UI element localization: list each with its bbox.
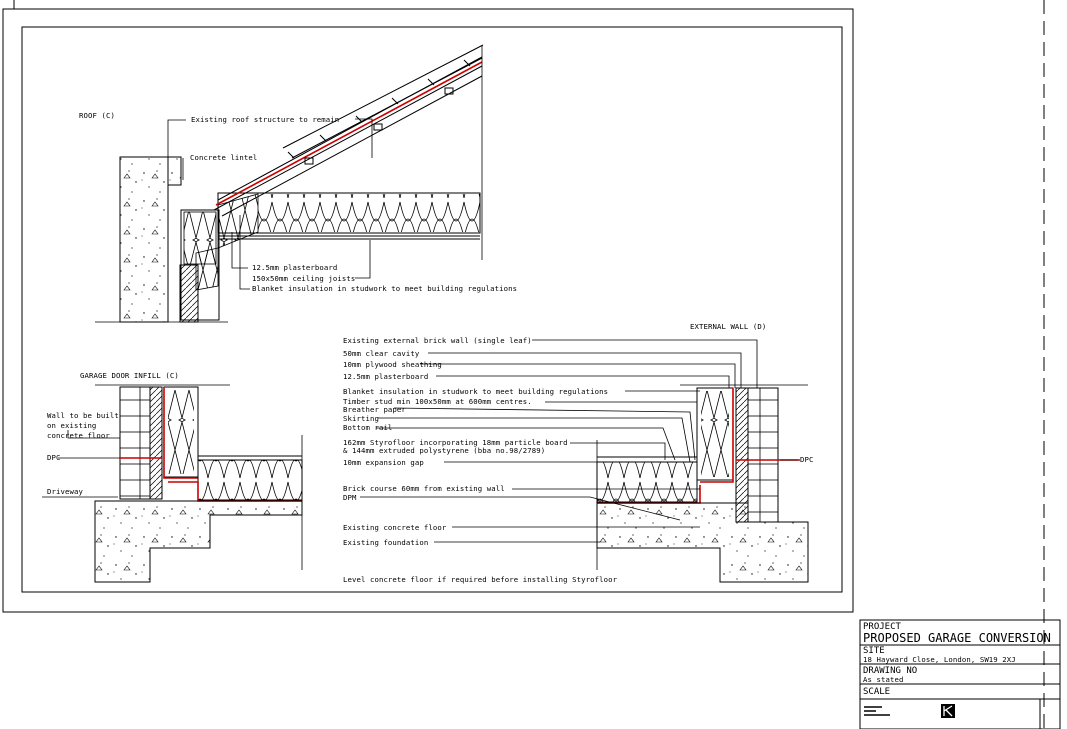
label-bottom-rail: Bottom rail xyxy=(343,423,392,432)
roof-membrane xyxy=(215,61,483,206)
external-wall-heading: EXTERNAL WALL (D) xyxy=(690,322,766,331)
label-wall-built-2: on existing xyxy=(47,421,96,430)
label-dpm: DPM xyxy=(343,493,357,502)
label-driveway: Driveway xyxy=(47,487,83,496)
company-logo xyxy=(941,704,955,718)
label-dpc-right: DPC xyxy=(800,455,813,464)
label-blanket-wall: Blanket insulation in studwork to meet b… xyxy=(343,387,608,396)
title-scale-label: SCALE xyxy=(863,687,890,697)
label-skirting: Skirting xyxy=(343,414,379,423)
label-existing-floor: Existing concrete floor xyxy=(343,523,447,532)
title-site-label: SITE xyxy=(863,646,885,656)
label-plywood: 10mm plywood sheathing xyxy=(343,360,442,369)
external-wall-detail xyxy=(360,339,809,583)
title-drawing-no-label: DRAWING NO xyxy=(863,666,917,676)
sheet-outer-border xyxy=(2,8,854,613)
label-concrete-lintel: Concrete lintel xyxy=(190,153,257,162)
label-level-note: Level concrete floor if required before … xyxy=(343,575,618,584)
title-block xyxy=(859,619,1061,729)
title-site-address: 18 Hayward Close, London, SW19 2XJ xyxy=(863,655,1016,664)
garage-door-detail xyxy=(42,384,303,583)
label-wall-built-3: concrete floor xyxy=(47,431,110,440)
sheet-inner-border xyxy=(21,26,843,593)
garage-door-heading: GARAGE DOOR INFILL (C) xyxy=(80,371,179,380)
title-project-name: PROPOSED GARAGE CONVERSION xyxy=(863,631,1051,645)
title-drawing-no-value: As stated xyxy=(863,675,903,684)
label-existing-foundation: Existing foundation xyxy=(343,538,428,547)
label-styrofloor-1: 162mm Styrofloor incorporating 18mm part… xyxy=(343,438,568,447)
label-clear-cavity: 50mm clear cavity xyxy=(343,349,420,358)
label-wall-built-1: Wall to be built xyxy=(47,411,119,420)
roof-heading: ROOF (C) xyxy=(79,111,115,120)
roof-detail xyxy=(95,44,484,323)
label-plasterboard-roof: 12.5mm plasterboard xyxy=(252,263,337,272)
label-plasterboard-wall: 12.5mm plasterboard xyxy=(343,372,428,381)
label-timber-stud: Timber stud min 100x50mm at 600mm centre… xyxy=(343,397,532,406)
label-dpc-left: DPC xyxy=(47,453,60,462)
label-ceiling-joists: 150x50mm ceiling joists xyxy=(252,274,355,283)
title-project-label: PROJECT xyxy=(863,622,902,632)
label-expansion-gap: 10mm expansion gap xyxy=(343,458,424,467)
label-blanket-roof: Blanket insulation in studwork to meet b… xyxy=(252,284,517,293)
label-brick-course: Brick course 60mm from existing wall xyxy=(343,484,505,493)
label-styrofloor-2: & 144mm extruded polystyrene (bba no.98/… xyxy=(343,446,545,455)
label-existing-brick: Existing external brick wall (single lea… xyxy=(343,336,532,345)
label-breather: Breather paper xyxy=(343,405,406,414)
label-existing-roof: Existing roof structure to remain xyxy=(191,115,339,124)
